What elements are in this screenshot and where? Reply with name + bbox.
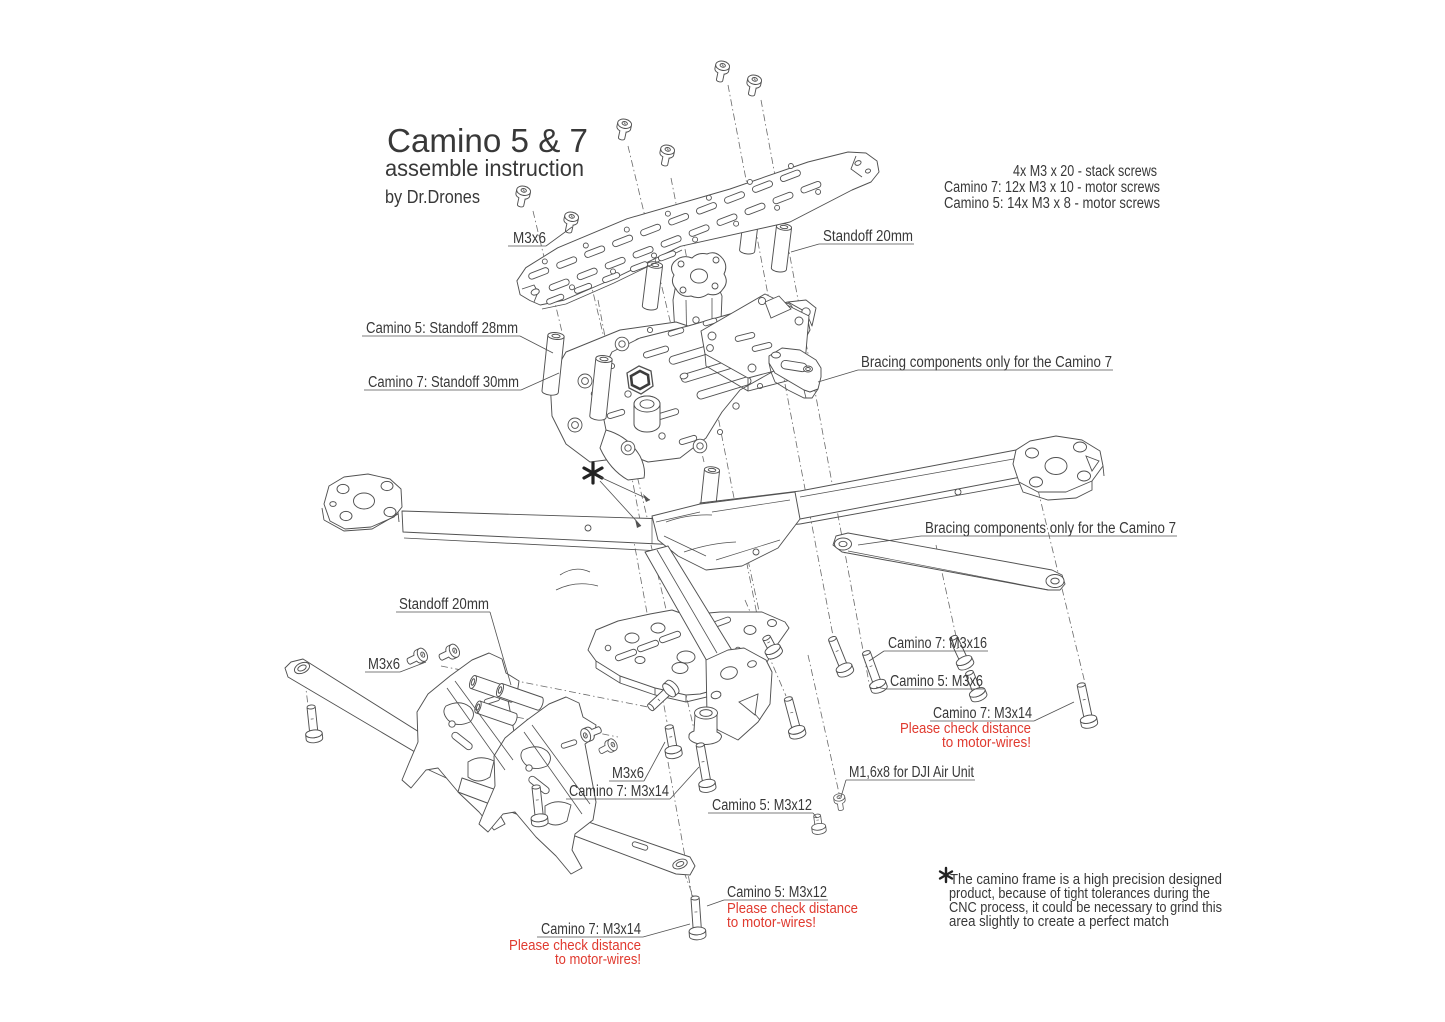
svg-text:Please check distance: Please check distance [509, 938, 641, 954]
svg-text:Please check distance: Please check distance [900, 721, 1031, 737]
svg-text:Bracing components only for th: Bracing components only for the Camino 7 [925, 520, 1176, 537]
svg-text:area slightly to create a perf: area slightly to create a perfect match [949, 913, 1169, 930]
svg-text:to motor-wires!: to motor-wires! [555, 952, 641, 968]
svg-text:M3x6: M3x6 [368, 656, 400, 673]
svg-text:Camino 7: M3x16: Camino 7: M3x16 [888, 635, 987, 652]
svg-text:by Dr.Drones: by Dr.Drones [385, 186, 480, 207]
svg-text:Camino 7: 12x M3 x 10 - motor: Camino 7: 12x M3 x 10 - motor screws [944, 179, 1160, 196]
svg-text:to motor-wires!: to motor-wires! [727, 915, 816, 931]
svg-text:Camino 7: M3x14: Camino 7: M3x14 [933, 705, 1032, 722]
svg-text:M3x6: M3x6 [513, 230, 546, 247]
svg-text:M1,6x8 for DJI Air Unit: M1,6x8 for DJI Air Unit [849, 764, 975, 781]
svg-text:Camino 7: M3x14: Camino 7: M3x14 [541, 921, 641, 938]
svg-text:The camino frame is a high pre: The camino frame is a high precision des… [950, 871, 1222, 888]
svg-text:Standoff 20mm: Standoff 20mm [399, 596, 489, 613]
svg-text:product, because of tight tole: product, because of tight tolerances dur… [949, 885, 1210, 902]
svg-text:Camino 5: Standoff 28mm: Camino 5: Standoff 28mm [366, 320, 518, 337]
svg-text:Camino 5: M3x6: Camino 5: M3x6 [890, 673, 983, 690]
svg-text:Camino 5: M3x12: Camino 5: M3x12 [727, 884, 827, 901]
svg-text:to motor-wires!: to motor-wires! [942, 735, 1031, 751]
svg-text:assemble instruction: assemble instruction [385, 155, 584, 181]
svg-text:4x M3 x 20 - stack screws: 4x M3 x 20 - stack screws [1013, 163, 1157, 180]
svg-text:M3x6: M3x6 [612, 765, 644, 782]
svg-text:Camino 7: M3x14: Camino 7: M3x14 [569, 783, 669, 800]
svg-text:Standoff 20mm: Standoff 20mm [823, 228, 913, 245]
svg-text:Camino 7: Standoff 30mm: Camino 7: Standoff 30mm [368, 374, 519, 391]
svg-text:Please check distance: Please check distance [727, 901, 858, 917]
svg-text:Camino 5 & 7: Camino 5 & 7 [387, 122, 588, 159]
svg-text:Bracing components only for th: Bracing components only for the Camino 7 [861, 354, 1112, 371]
svg-text:Camino 5: M3x12: Camino 5: M3x12 [712, 797, 812, 814]
svg-text:Camino 5: 14x M3 x 8 - moto: Camino 5: 14x M3 x 8 - motor screws [944, 195, 1160, 212]
svg-text:CNC process, it could be neces: CNC process, it could be necessary to gr… [949, 899, 1222, 916]
